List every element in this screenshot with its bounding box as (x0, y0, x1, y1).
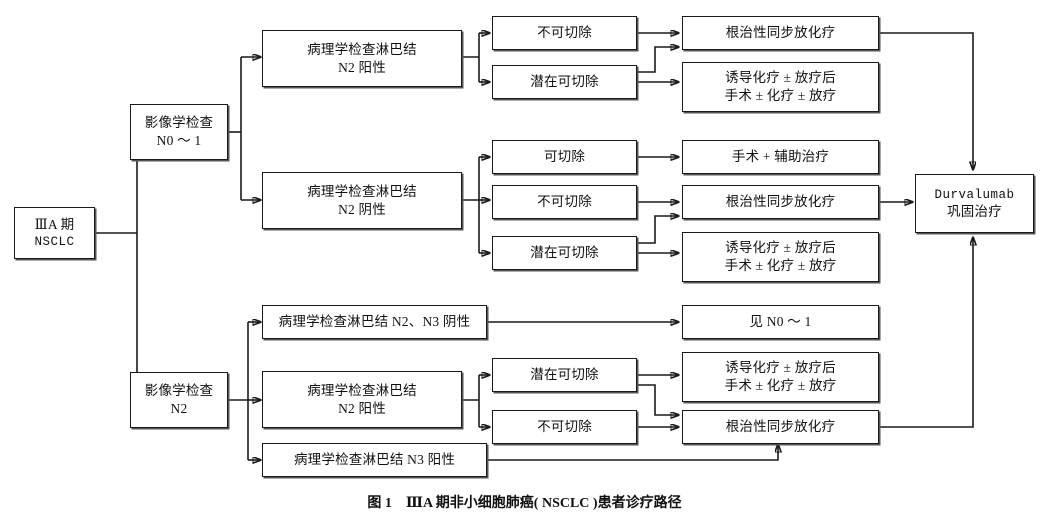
node-potentially-resectable-3-line1: 潜在可切除 (530, 367, 599, 383)
wire-crt3-to-durvalumab (879, 237, 973, 428)
wire-potres1-to-crt1 (637, 47, 679, 73)
node-induction-1-line2: 手术 ± 化疗 ± 放疗 (724, 88, 837, 103)
node-unresectable-1[interactable]: 不可切除 (492, 16, 637, 50)
node-induction-3-line1: 诱导化疗 ± 放疗后 (725, 360, 836, 376)
node-pathology-n2-n3-negative[interactable]: 病理学检查淋巴结 N2、N3 阴性 (262, 305, 487, 339)
node-crt-3[interactable]: 根治性同步放化疗 (682, 410, 879, 444)
wire-crt1-to-durvalumab (879, 32, 973, 170)
node-durvalumab-line2: 巩固治疗 (947, 203, 1002, 219)
node-surgery-adjuvant[interactable]: 手术 + 辅助治疗 (682, 140, 879, 174)
node-imaging-n01-line2: N0 ～ 1 (156, 133, 202, 148)
node-pathology-n2-negative-line2: N2 阴性 (338, 201, 386, 217)
node-induction-3[interactable]: 诱导化疗 ± 放疗后 手术 ± 化疗 ± 放疗 (682, 352, 879, 402)
node-imaging-n01[interactable]: 影像学检查 N0 ～ 1 (130, 104, 228, 160)
node-pathology-n2-negative[interactable]: 病理学检查淋巴结 N2 阴性 (262, 172, 462, 229)
node-induction-1[interactable]: 诱导化疗 ± 放疗后 手术 ± 化疗 ± 放疗 (682, 62, 879, 112)
node-unresectable-2[interactable]: 不可切除 (492, 185, 637, 219)
node-imaging-n01-line1: 影像学检查 (144, 115, 214, 131)
node-potentially-resectable-2[interactable]: 潜在可切除 (492, 236, 637, 270)
node-unresectable-1-line1: 不可切除 (537, 25, 592, 41)
figure-caption-text: ⅢA 期非小细胞肺癌( NSCLC )患者诊疗路径 (405, 496, 682, 511)
node-pathology-n2-n3-negative-line1: 病理学检查淋巴结 N2、N3 阴性 (278, 314, 471, 330)
figure-caption: 图 1 ⅢA 期非小细胞肺癌( NSCLC )患者诊疗路径 (0, 492, 1049, 512)
node-pathology-n2-positive-upper[interactable]: 病理学检查淋巴结 N2 阳性 (262, 30, 462, 87)
node-crt-2-line1: 根治性同步放化疗 (725, 194, 836, 210)
node-pathology-n2-positive-lower[interactable]: 病理学检查淋巴结 N2 阳性 (262, 371, 462, 428)
node-unresectable-3[interactable]: 不可切除 (492, 410, 637, 444)
node-crt-1-line1: 根治性同步放化疗 (725, 25, 836, 41)
node-see-n0-1-line1: 见 N0 ～ 1 (749, 314, 812, 330)
node-surgery-adjuvant-line1: 手术 + 辅助治疗 (731, 149, 830, 165)
node-crt-2[interactable]: 根治性同步放化疗 (682, 185, 879, 219)
node-crt-1[interactable]: 根治性同步放化疗 (682, 16, 879, 50)
node-imaging-n2[interactable]: 影像学检查 N2 (130, 372, 228, 428)
node-see-n0-1[interactable]: 见 N0 ～ 1 (682, 305, 879, 339)
node-potentially-resectable-3[interactable]: 潜在可切除 (492, 358, 637, 392)
node-durvalumab-line1: Durvalumab (934, 187, 1015, 202)
node-root-line1: ⅢA 期 (34, 217, 75, 233)
node-crt-3-line1: 根治性同步放化疗 (725, 419, 836, 435)
node-unresectable-2-line1: 不可切除 (537, 194, 592, 210)
node-resectable-2-line1: 可切除 (543, 149, 586, 165)
node-induction-2-line2: 手术 ± 化疗 ± 放疗 (724, 258, 837, 273)
node-root-line2: NSCLC (34, 234, 75, 249)
node-pathology-n2-positive-upper-line1: 病理学检查淋巴结 (307, 41, 417, 57)
node-resectable-2[interactable]: 可切除 (492, 140, 637, 174)
node-pathology-n2-negative-line1: 病理学检查淋巴结 (307, 183, 417, 199)
node-imaging-n2-line1: 影像学检查 (144, 383, 214, 399)
node-pathology-n2-positive-lower-line2: N2 阳性 (338, 400, 386, 416)
node-induction-1-line1: 诱导化疗 ± 放疗后 (725, 70, 836, 86)
node-induction-2-line1: 诱导化疗 ± 放疗后 (725, 240, 836, 256)
node-pathology-n3-positive[interactable]: 病理学检查淋巴结 N3 阳性 (262, 443, 487, 477)
node-pathology-n2-positive-upper-line2: N2 阳性 (338, 59, 386, 75)
node-potentially-resectable-1[interactable]: 潜在可切除 (492, 65, 637, 99)
node-imaging-n2-line2: N2 (170, 401, 188, 416)
node-pathology-n3-positive-line1: 病理学检查淋巴结 N3 阳性 (293, 452, 456, 468)
wire-n3pos-to-crt3 (487, 444, 778, 461)
node-potentially-resectable-1-line1: 潜在可切除 (530, 74, 599, 90)
wire-potres3-to-crt3 (637, 384, 679, 415)
node-root[interactable]: ⅢA 期 NSCLC (14, 207, 95, 259)
node-unresectable-3-line1: 不可切除 (537, 419, 592, 435)
figure-caption-label: 图 1 (367, 496, 392, 511)
node-durvalumab[interactable]: Durvalumab 巩固治疗 (915, 174, 1034, 233)
node-induction-3-line2: 手术 ± 化疗 ± 放疗 (724, 378, 837, 393)
wire-potres2-to-crt2 (637, 216, 679, 244)
node-induction-2[interactable]: 诱导化疗 ± 放疗后 手术 ± 化疗 ± 放疗 (682, 232, 879, 282)
node-pathology-n2-positive-lower-line1: 病理学检查淋巴结 (307, 382, 417, 398)
node-potentially-resectable-2-line1: 潜在可切除 (530, 245, 599, 261)
